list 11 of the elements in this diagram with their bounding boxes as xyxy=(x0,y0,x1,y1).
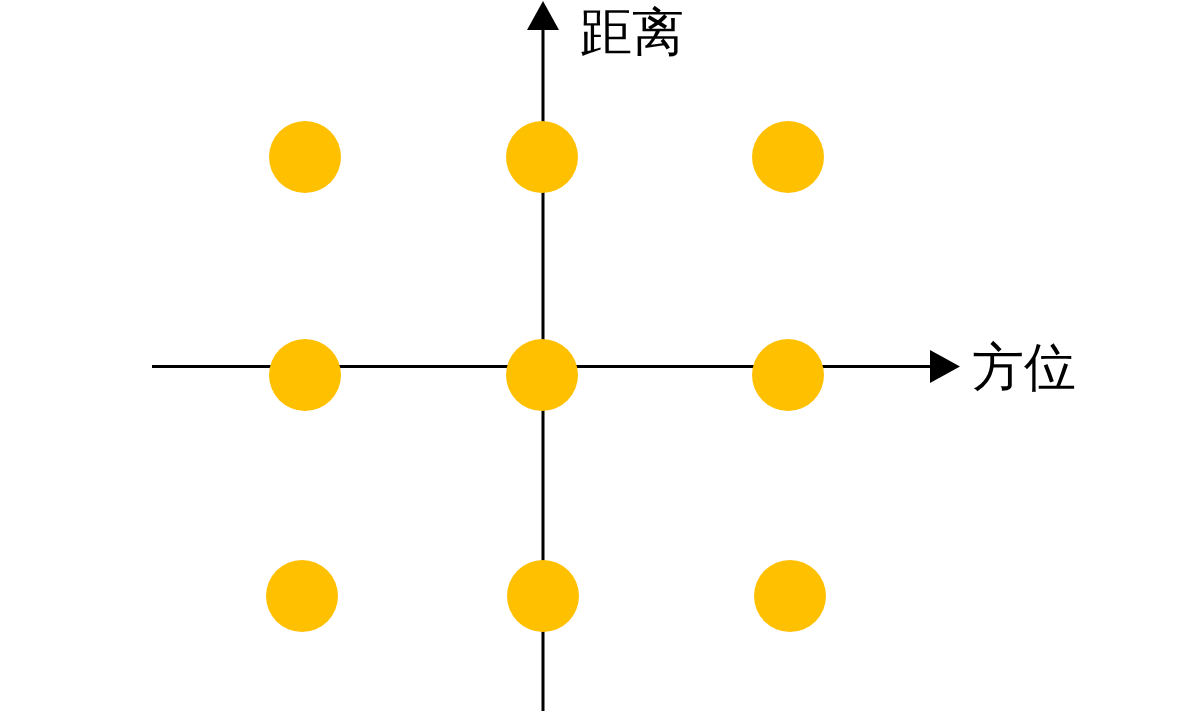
dot xyxy=(754,560,826,632)
dot xyxy=(269,121,341,193)
axis-label: 方位 xyxy=(972,342,1076,394)
dot xyxy=(507,560,579,632)
dot xyxy=(752,339,824,411)
dot xyxy=(752,121,824,193)
dot xyxy=(506,121,578,193)
dot xyxy=(266,560,338,632)
dot xyxy=(506,339,578,411)
dot xyxy=(269,339,341,411)
axis-label: 距离 xyxy=(580,7,684,59)
